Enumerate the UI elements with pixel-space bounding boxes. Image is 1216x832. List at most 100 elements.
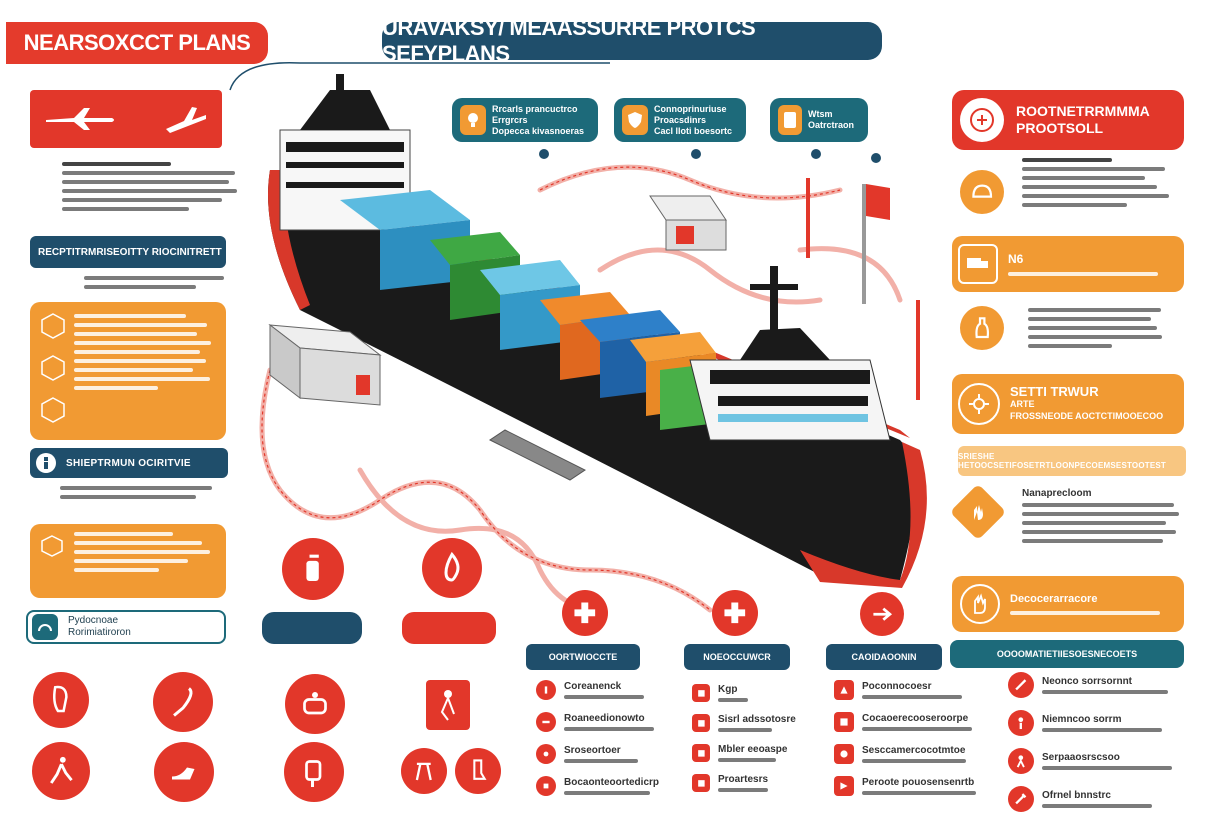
first-aid-icon-1[interactable] <box>562 590 608 636</box>
left-orange-card-2 <box>30 524 226 598</box>
bullet-icon <box>692 684 710 702</box>
list-item: Coreanenck <box>536 680 676 700</box>
list-item-title: Niemncoo sorrm <box>1042 714 1122 725</box>
right-orange-card-1: N6 <box>952 236 1184 292</box>
center-navy-button[interactable] <box>262 612 362 644</box>
list-item: Sisrl adssotosre <box>692 714 822 732</box>
list-item-title: Neonco sorrsornnt <box>1042 676 1133 687</box>
fire-icon[interactable] <box>422 538 482 598</box>
list-item: Serpaaosrscsoo <box>1008 748 1188 774</box>
list-item: Proartesrs <box>692 774 822 792</box>
list-item-title: Mbler eeoaspe <box>718 744 788 755</box>
bottom-tab-3[interactable]: CAOIDAOONIN <box>826 644 942 670</box>
fire-extinguisher-icon[interactable] <box>282 538 344 600</box>
gauge-icon <box>32 614 58 640</box>
list-item-title: Peroote pouosensenrtb <box>862 777 975 788</box>
bottom-list-1: Coreanenck Roaneedionowto Sroseortoer Bo… <box>536 680 676 796</box>
bullet-icon <box>834 744 854 764</box>
bullet-icon <box>834 776 854 796</box>
right-settings-card: SETTI TRWUR ARTE FROSSNEODE AOCTCTIMOOEC… <box>952 374 1184 434</box>
center-red-button[interactable] <box>402 612 496 644</box>
bottom-list-2: Kgp Sisrl adssotosre Mbler eeoaspe Proar… <box>692 684 822 792</box>
bullet-icon <box>536 680 556 700</box>
glove-icon <box>960 584 1000 624</box>
sock-icon[interactable] <box>455 748 501 794</box>
list-item-title: Proartesrs <box>718 774 769 785</box>
list-item-title: Ofrnel bnnstrc <box>1042 790 1111 801</box>
list-item-title: Sisrl adssotosre <box>718 714 796 725</box>
top-badge-3[interactable]: Wtsm Oatrctraon <box>770 98 868 142</box>
section-3-line1: Pydocnoae <box>68 615 119 626</box>
ship-illustration <box>259 74 927 613</box>
right-text-block-3: Nanaprecloom <box>1022 488 1182 543</box>
airplane-icon <box>46 108 114 130</box>
list-item-title: Poconnocoesr <box>862 681 932 692</box>
right-card-2-title: Decocerarracore <box>1010 593 1098 605</box>
pot-icon[interactable] <box>285 674 345 734</box>
right-text-block-2 <box>1028 308 1168 348</box>
hose-icon[interactable] <box>153 672 213 732</box>
list-item: Ofrnel bnnstrc <box>1008 786 1188 812</box>
bottom-list-4: Neonco sorrsornnt Niemncoo sorrm Serpaao… <box>1008 672 1188 812</box>
badge-2-line1: Connoprinuriuse <box>654 103 727 114</box>
person-icon <box>1008 748 1034 774</box>
list-item: Roaneedionowto <box>536 712 676 732</box>
list-item: Kgp <box>692 684 822 702</box>
left-text-block-1 <box>84 276 224 289</box>
mask-icon[interactable] <box>33 672 89 728</box>
right-text-block-1 <box>1022 158 1172 207</box>
list-item-title: Sroseortoer <box>564 745 621 756</box>
stool-icon[interactable] <box>401 748 447 794</box>
list-item-title: Coreanenck <box>564 681 622 692</box>
list-item: Cocaoerecooseroorpe <box>834 712 994 732</box>
walking-icon[interactable] <box>32 742 90 800</box>
settings-line2: ARTE <box>1010 399 1035 409</box>
boot-icon[interactable] <box>154 742 214 802</box>
top-badge-1[interactable]: Rrcarls prancuctrco Errgrcrs Dopecca kiv… <box>452 98 598 142</box>
bottle-icon[interactable] <box>960 306 1004 350</box>
right-info-band: SRIESHE HETOOCSETIFOSETRTLOONPECOEMSESTO… <box>958 446 1186 476</box>
left-orange-card-1 <box>30 302 226 440</box>
bottom-tab-1[interactable]: OORTWIOCCTE <box>526 644 640 670</box>
bullet-icon <box>692 714 710 732</box>
badge-1-line3: Dopecca kivasnoeras <box>492 125 585 136</box>
list-item: Poconnocoesr <box>834 680 994 700</box>
airplane-takeoff-icon <box>166 107 206 133</box>
list-item-title: Kgp <box>718 684 738 695</box>
badge-1-line2: Errgrcrs <box>492 114 528 125</box>
bottom-tab-4[interactable]: OOOOMATIETIIESOESNECOETS <box>950 640 1184 668</box>
right-orange-card-2: Decocerarracore <box>952 576 1184 632</box>
arrow-right-icon[interactable] <box>860 592 904 636</box>
right-subheading: Nanaprecloom <box>1022 488 1092 499</box>
helmet-icon[interactable] <box>960 170 1004 214</box>
header-left-title: NEARSOXCCT PLANS <box>6 22 268 64</box>
plug-icon[interactable] <box>284 742 344 802</box>
bullet-icon <box>536 776 556 796</box>
left-section-heading-2: SHIEPTRMUN OCIRITVIE <box>30 448 228 478</box>
bullet-icon <box>692 774 710 792</box>
top-badge-2[interactable]: Connoprinuriuse Proacsdinrs Cacl lloti b… <box>614 98 746 142</box>
header-connector-line <box>229 61 610 91</box>
left-section-3[interactable]: Pydocnoae Rorimiatiroron <box>26 610 226 644</box>
nb-label: N6 <box>1008 252 1024 266</box>
badge-2-line2: Proacsdinrs <box>654 114 707 125</box>
list-item-title: Cocaoerecooseroorpe <box>862 713 969 724</box>
document-icon <box>778 105 802 135</box>
bullet-icon <box>692 744 710 762</box>
tools-icon <box>1008 786 1034 812</box>
hand-icon <box>974 505 983 520</box>
left-text-block-2 <box>60 486 220 499</box>
list-item: Sroseortoer <box>536 744 676 764</box>
protocol-icon <box>960 98 1004 142</box>
shield-icon <box>622 105 648 135</box>
cube-icon <box>41 535 63 557</box>
bullet-icon <box>536 744 556 764</box>
hexagon-icons <box>41 313 65 423</box>
bottom-tab-2[interactable]: NOEOCCUWCR <box>684 644 790 670</box>
section-2-title: SHIEPTRMUN OCIRITVIE <box>66 457 191 469</box>
first-aid-icon-2[interactable] <box>712 590 758 636</box>
person-fall-icon[interactable] <box>426 680 470 730</box>
list-item: Niemncoo sorrm <box>1008 710 1188 736</box>
airplane-banner <box>30 90 222 148</box>
list-item: Neonco sorrsornnt <box>1008 672 1188 698</box>
